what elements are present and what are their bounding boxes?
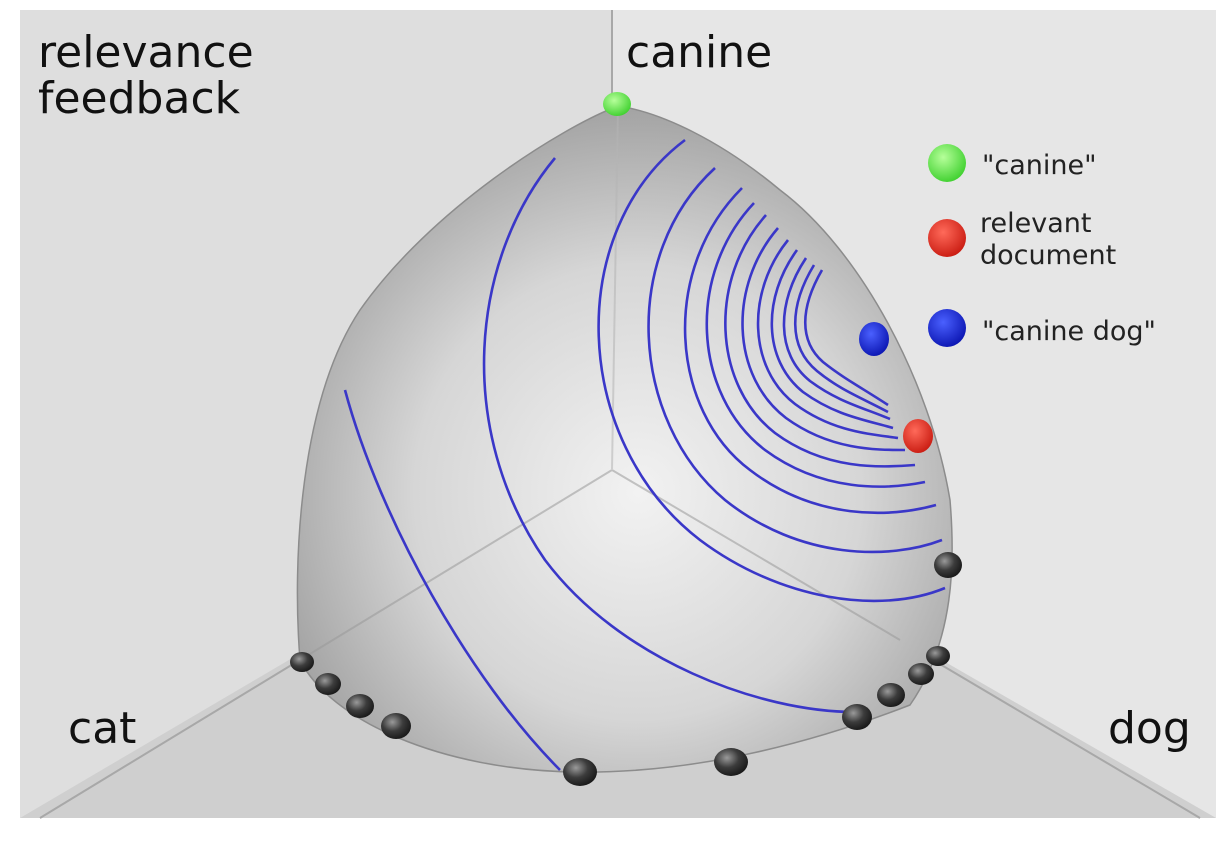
legend-red-dot: [928, 219, 966, 257]
contour-line: [756, 239, 899, 440]
contour-line: [770, 249, 894, 430]
diagram-title: relevance feedback: [38, 27, 254, 125]
sphere-octant: [296, 105, 953, 773]
document-marker: [842, 704, 872, 730]
title-line: feedback: [38, 73, 241, 125]
legend-label-line: relevant: [980, 208, 1092, 239]
relevant-document-point: [903, 419, 933, 453]
document-marker: [290, 652, 314, 672]
contour-lines: [343, 138, 946, 771]
legend-blue-dot: [928, 309, 966, 347]
title-line: relevance: [38, 27, 254, 78]
document-marker: [714, 748, 748, 776]
contour-line: [343, 389, 561, 771]
contour-line: [741, 227, 906, 452]
canine-dog-query-point: [859, 322, 889, 356]
contour-line: [597, 138, 946, 603]
document-marker: [877, 683, 905, 707]
document-marker: [381, 713, 411, 739]
legend-label-line: document: [980, 240, 1117, 272]
axis-label-canine: canine: [626, 27, 773, 78]
document-markers: [290, 552, 962, 786]
canine-query-point: [603, 92, 631, 116]
axis-label-dog: dog: [1108, 703, 1191, 754]
legend-label-canine: "canine": [982, 150, 1097, 181]
document-marker: [934, 552, 962, 578]
contour-line: [804, 269, 889, 407]
document-marker: [563, 758, 597, 786]
contour-line: [793, 264, 889, 414]
document-marker: [926, 646, 950, 666]
contour-line: [683, 187, 937, 515]
contour-line: [782, 257, 891, 421]
contour-line: [482, 157, 856, 714]
document-marker: [315, 673, 341, 695]
legend-label-relevant-document: relevant document: [980, 208, 1116, 273]
legend-green-dot: [928, 144, 966, 182]
contour-line: [647, 167, 943, 554]
contour-line: [705, 202, 926, 488]
axis-label-cat: cat: [68, 703, 137, 754]
contour-line: [724, 214, 916, 468]
document-marker: [346, 694, 374, 718]
legend-label-canine-dog: "canine dog": [982, 316, 1156, 347]
document-marker: [908, 663, 934, 685]
